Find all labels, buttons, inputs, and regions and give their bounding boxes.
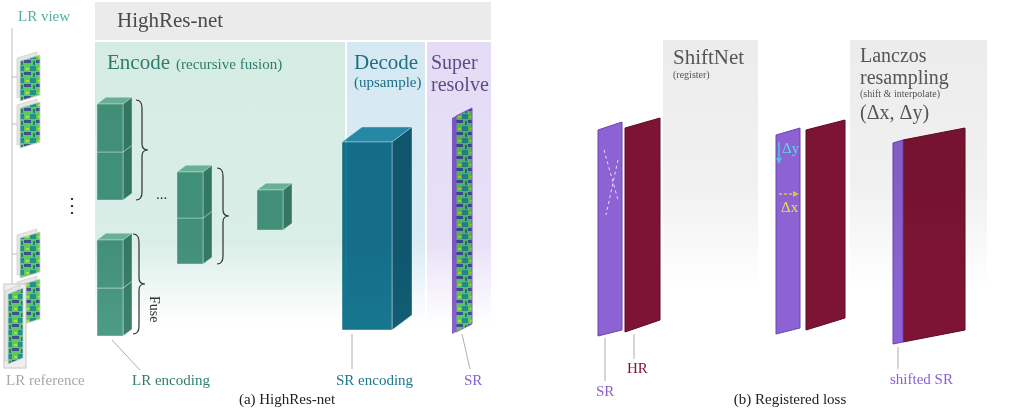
lr-view-image xyxy=(20,55,40,101)
leader-line xyxy=(462,334,470,369)
lr-views xyxy=(4,28,40,368)
reference-label: LR reference xyxy=(6,372,85,389)
band-subtitle: (register) xyxy=(673,69,754,80)
band-title: Lanczos resampling xyxy=(860,44,983,88)
encoding-label: LR encoding xyxy=(132,372,210,389)
module-band: ShiftNet(register) xyxy=(663,40,758,290)
sr-plate xyxy=(776,128,800,334)
output-label: shifted SR xyxy=(890,371,953,388)
subfigure-caption: (a) HighRes-net xyxy=(239,392,335,407)
shift-label: Δy xyxy=(782,140,799,157)
module-band: Lanczos resampling(shift & interpolate) (… xyxy=(850,40,987,290)
bracket-line xyxy=(12,28,13,300)
band-title: HighRes-net xyxy=(117,9,223,32)
reference-frame xyxy=(4,284,26,368)
fuse-label: Fuse xyxy=(147,296,162,322)
stage-band: Super resolve xyxy=(427,42,491,325)
arrow-head xyxy=(776,158,782,164)
view-label: LR view xyxy=(18,8,70,25)
band-subtitle: (recursive fusion) xyxy=(176,56,282,72)
arrow-head xyxy=(793,191,799,197)
subfigure-caption: (b) Registered loss xyxy=(734,392,846,407)
lr-reference-image xyxy=(8,288,23,364)
band-title: Encode xyxy=(107,50,170,74)
leader-line xyxy=(112,340,140,370)
dashed-guide xyxy=(606,160,618,215)
leader-line xyxy=(634,334,635,359)
hr-plate xyxy=(625,118,660,332)
shift-arrow-x xyxy=(779,193,795,195)
encoding-label: SR encoding xyxy=(336,372,413,389)
leader-line xyxy=(605,338,606,381)
leader-line xyxy=(898,347,899,369)
lr-view-image xyxy=(20,232,40,278)
stage-band: Decode(upsample) xyxy=(347,42,425,325)
leader-line xyxy=(352,334,353,369)
ellipsis: ⋮ xyxy=(62,194,82,216)
output-label: SR xyxy=(596,383,614,400)
stage-band: Encode (recursive fusion) xyxy=(95,42,345,325)
shift-label: Δx xyxy=(781,199,798,216)
sr-plate xyxy=(598,122,622,336)
hr-plate xyxy=(806,120,845,330)
target-label: HR xyxy=(627,360,648,377)
band-subtitle: (upsample) xyxy=(354,74,421,91)
section-band: HighRes-netEncode (recursive fusion) Decod… xyxy=(95,2,491,325)
output-label: SR xyxy=(464,372,482,389)
band-subtitle: (shift & interpolate) xyxy=(860,88,983,99)
lr-view-image xyxy=(20,102,40,148)
band-title: Decode xyxy=(354,51,421,74)
band-title: Super resolve xyxy=(431,51,489,95)
band-title: ShiftNet xyxy=(673,46,754,69)
dashed-guide xyxy=(604,150,618,200)
band-subtitle: (Δx, Δy) xyxy=(860,101,983,123)
ellipsis: ... xyxy=(156,186,167,203)
